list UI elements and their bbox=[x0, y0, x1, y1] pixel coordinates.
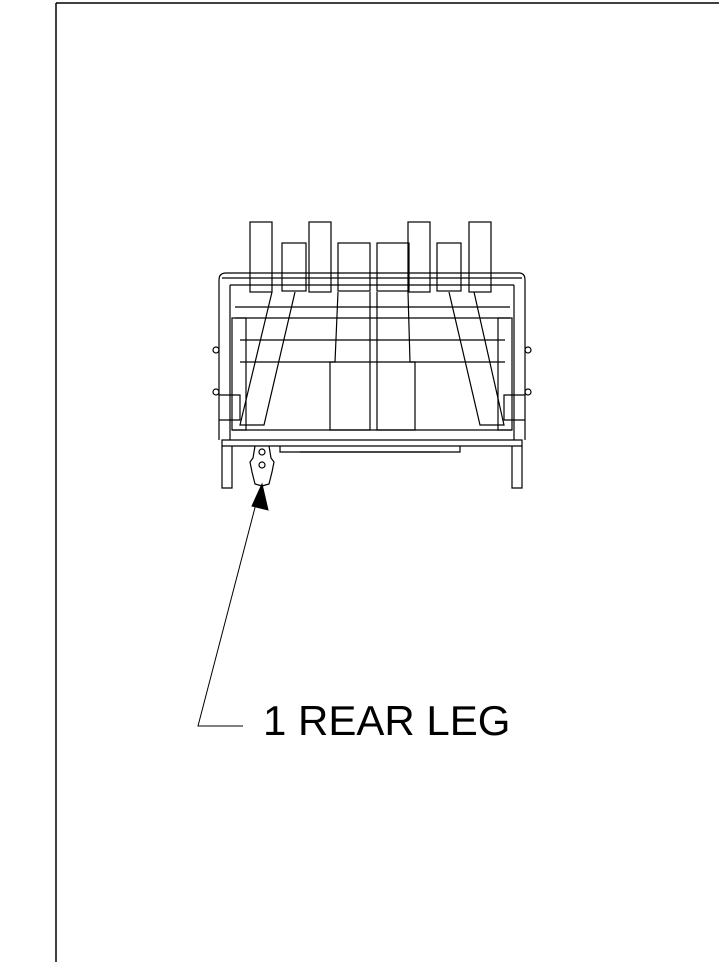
right-outer-leg bbox=[511, 446, 523, 489]
rear-leg-drawing bbox=[249, 445, 275, 487]
inner-frame bbox=[229, 284, 515, 440]
left-strap bbox=[239, 291, 296, 426]
chair-rear-view-drawing bbox=[212, 221, 532, 489]
left-post bbox=[231, 317, 247, 431]
left-outer-leg bbox=[221, 446, 233, 489]
right-strap bbox=[448, 291, 505, 426]
callout-leader bbox=[197, 495, 259, 727]
outer-frame bbox=[218, 272, 526, 440]
right-post bbox=[497, 317, 513, 431]
seat-base bbox=[221, 439, 523, 447]
callout-label-rear-leg: 1 REAR LEG bbox=[263, 697, 511, 744]
top-slats bbox=[249, 221, 492, 293]
leader-arrowhead bbox=[251, 482, 269, 511]
sheet-border bbox=[55, 2, 719, 962]
center-left-strap bbox=[329, 291, 371, 431]
center-right-strap bbox=[376, 291, 416, 431]
